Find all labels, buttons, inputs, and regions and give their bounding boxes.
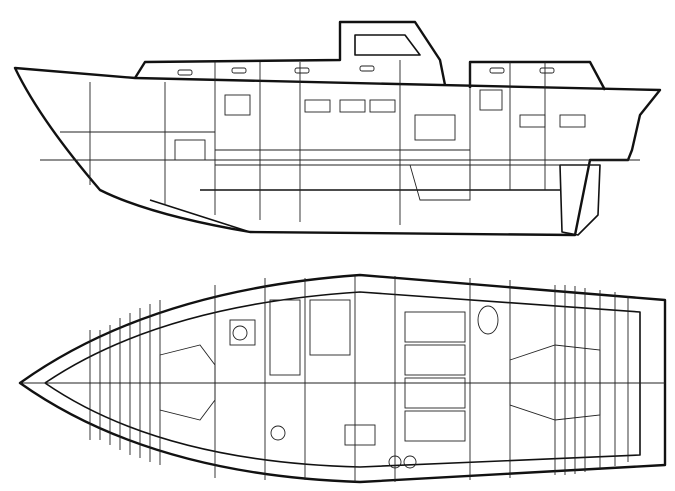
hull-plan-outline <box>18 273 667 484</box>
hull-planking-lines <box>99 285 629 475</box>
deck-inner-line <box>44 291 641 468</box>
plan-bulkheads <box>89 276 601 482</box>
portlights <box>177 65 555 76</box>
plan-view <box>18 273 667 484</box>
profile-view <box>13 20 662 237</box>
doghouse-windows <box>354 34 421 56</box>
rudder <box>559 164 601 236</box>
hull-profile <box>13 66 662 237</box>
interior-bulkheads <box>40 60 640 225</box>
